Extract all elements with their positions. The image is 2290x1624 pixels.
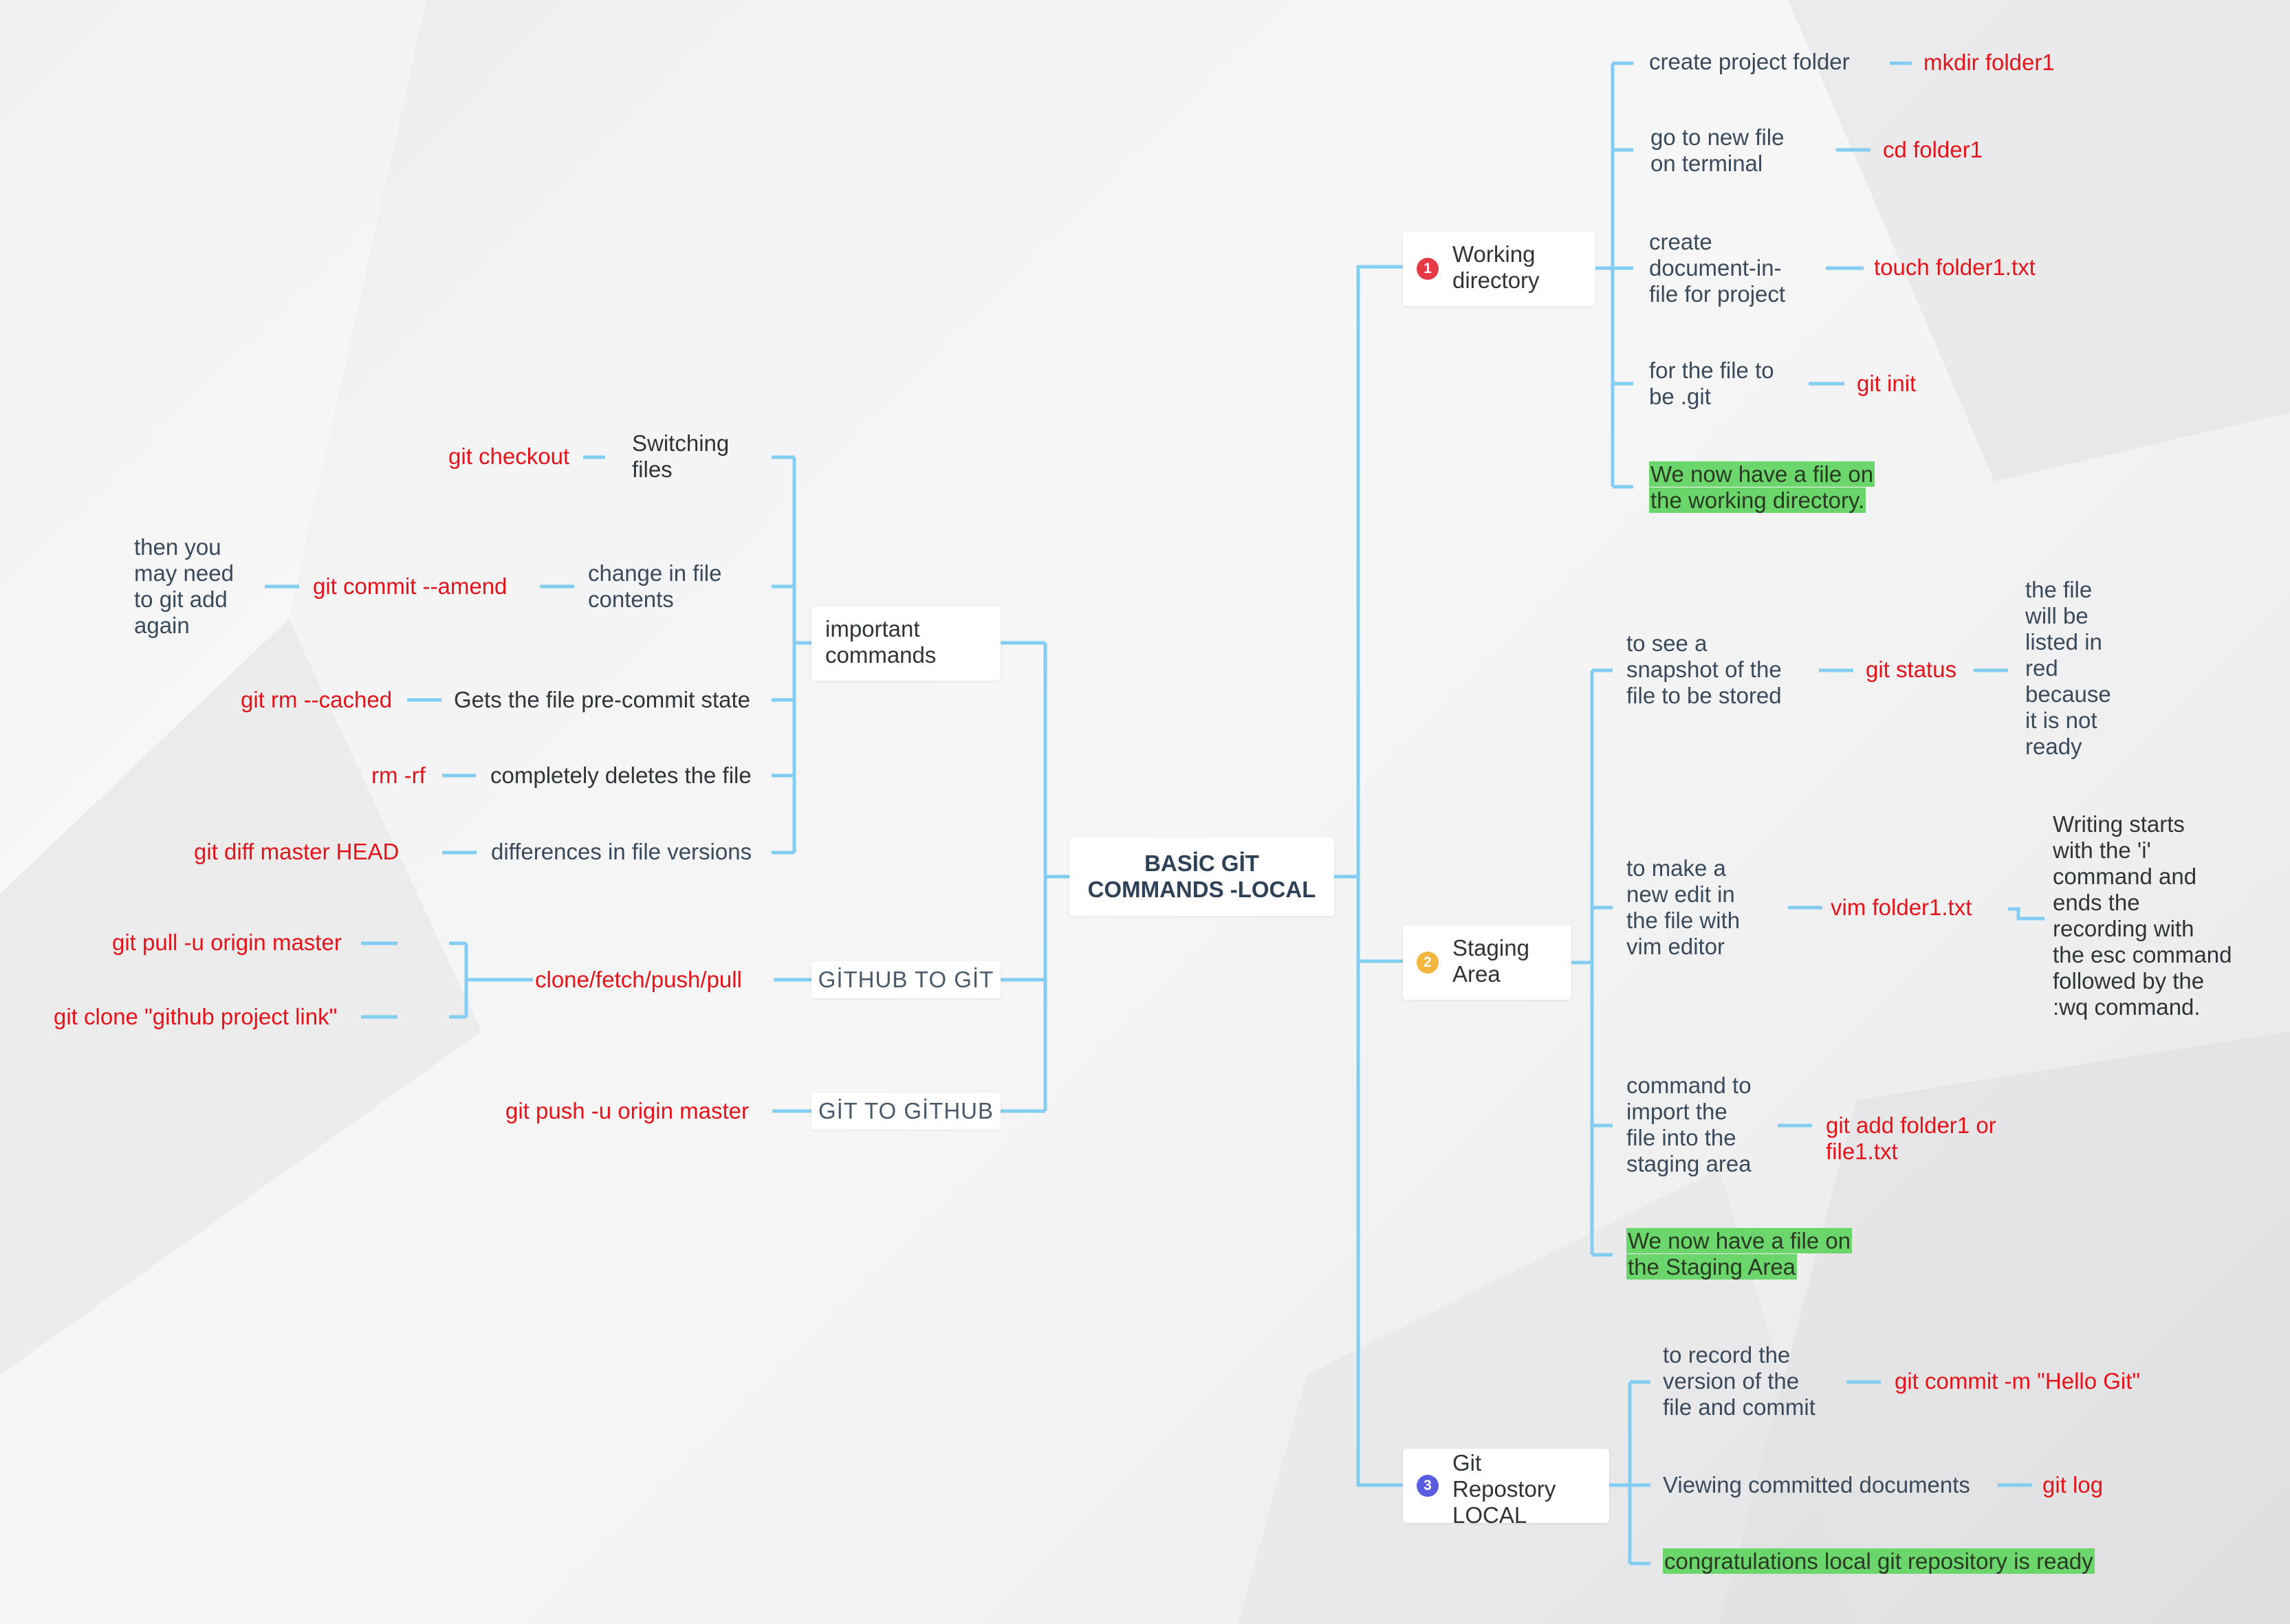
gtg-mid-label: clone/fetch/push/pull — [535, 967, 742, 992]
ic-cmd-diff: git diff master HEAD — [194, 839, 400, 864]
repo-note: congratulations local git repository is … — [1663, 1548, 2095, 1574]
wd-cmd-touch: touch folder1.txt — [1874, 254, 2036, 280]
gtg-cmd-clone: git clone "github project link" — [54, 1004, 338, 1029]
ic-item-deletes: completely deletes the file — [490, 762, 752, 788]
gtgh-cmd-push: git push -u origin master — [505, 1098, 749, 1123]
wd-cmd-git-init: git init — [1857, 371, 1917, 396]
git-to-github-node[interactable]: GİT TO GİTHUB — [811, 1093, 1001, 1130]
badge-3-icon: 3 — [1417, 1475, 1439, 1497]
badge-1-icon: 1 — [1417, 258, 1439, 280]
wd-cmd-mkdir: mkdir folder1 — [1923, 50, 2055, 75]
root-title-line2: COMMANDS -LOCAL — [1087, 877, 1316, 902]
repo-cmd-git-log: git log — [2042, 1472, 2104, 1497]
repo-title-line2: Repostory — [1452, 1476, 1556, 1502]
staging-area-node[interactable]: 2 Staging Area — [1403, 925, 1571, 1000]
ic-cmd-rm-rf: rm -rf — [371, 762, 426, 788]
github-to-git-node[interactable]: GİTHUB TO GİT — [811, 961, 1001, 998]
git-to-github-label: GİT TO GİTHUB — [818, 1098, 994, 1123]
important-title-line2: commands — [825, 642, 937, 668]
gtg-cmd-pull: git pull -u origin master — [112, 930, 342, 955]
important-commands-node[interactable]: important commands — [811, 606, 1001, 681]
ic-cmd-amend: git commit --amend — [313, 573, 508, 599]
wd-note: We now have a file on the working direct… — [1649, 461, 1875, 513]
working-directory-node[interactable]: 1 Working directory — [1403, 232, 1595, 306]
ic-item-differences: differences in file versions — [491, 839, 752, 864]
st-cmd-git-status: git status — [1866, 657, 1957, 682]
ic-cmd-rm-cached: git rm --cached — [241, 687, 393, 712]
st-cmd-vim: vim folder1.txt — [1831, 895, 1972, 920]
repo-item-log: Viewing committed documents — [1663, 1472, 1970, 1497]
st-note: We now have a file on the Staging Area — [1626, 1228, 1853, 1280]
repo-title-line3: LOCAL — [1452, 1502, 1527, 1528]
repo-cmd-commit: git commit -m "Hello Git" — [1895, 1368, 2141, 1394]
ic-item-pre-commit: Gets the file pre-commit state — [454, 687, 750, 712]
repo-title-line1: Git — [1452, 1450, 1482, 1475]
important-title-line1: important — [825, 616, 920, 641]
root-title-line1: BASİC GİT — [1144, 851, 1259, 876]
github-to-git-label: GİTHUB TO GİT — [818, 967, 994, 992]
git-repository-node[interactable]: 3 Git Repostory LOCAL — [1403, 1449, 1609, 1528]
wd-cmd-cd: cd folder1 — [1883, 137, 1983, 162]
ic-cmd-checkout: git checkout — [448, 443, 570, 469]
wd-item-create-folder: create project folder — [1649, 49, 1850, 74]
working-title-line1: Working — [1452, 241, 1536, 267]
root-node[interactable]: BASİC GİT COMMANDS -LOCAL — [1069, 837, 1334, 916]
staging-title-line1: Staging — [1452, 935, 1529, 961]
working-title-line2: directory — [1452, 267, 1540, 293]
badge-2-icon: 2 — [1417, 952, 1439, 974]
staging-title-line2: Area — [1452, 961, 1501, 987]
